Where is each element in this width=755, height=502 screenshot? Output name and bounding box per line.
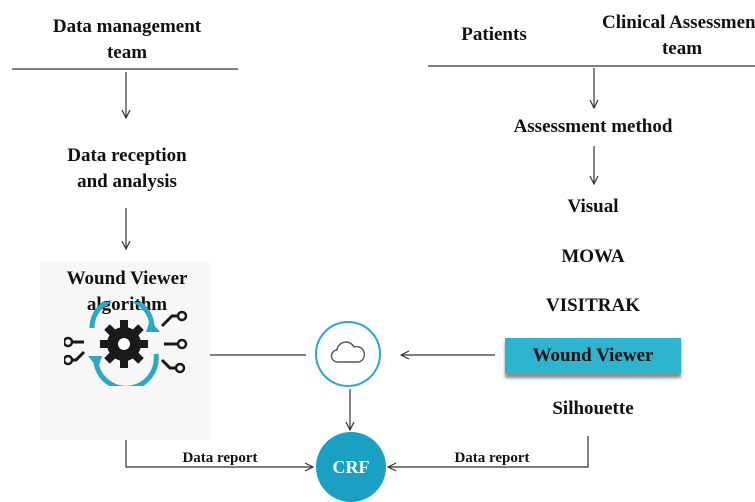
option-mowa: MOWA <box>561 246 625 267</box>
arrow-right-data-report <box>388 436 589 467</box>
cloud-node <box>315 321 381 387</box>
option-visual: Visual <box>567 196 619 217</box>
wound-viewer-highlight <box>505 338 681 374</box>
crf-node: CRF <box>316 432 386 502</box>
gear-circuit-icon <box>64 302 188 386</box>
crf-label: CRF <box>332 457 370 477</box>
right-data-report-label: Data report <box>454 450 530 466</box>
cloud-icon <box>330 341 366 363</box>
data-management-team-label: Data management team <box>52 16 202 63</box>
option-silhouette: Silhouette <box>552 398 634 419</box>
patients-label: Patients <box>461 24 527 45</box>
option-wound-viewer: Wound Viewer <box>532 345 654 366</box>
clinical-assessment-team-label: Clinical Assessment team <box>602 12 755 59</box>
option-visitrak: VISITRAK <box>546 295 640 316</box>
left-data-report-label: Data report <box>182 450 258 466</box>
assessment-method-label: Assessment method <box>513 116 673 137</box>
data-reception-label: Data reception and analysis <box>67 145 187 192</box>
